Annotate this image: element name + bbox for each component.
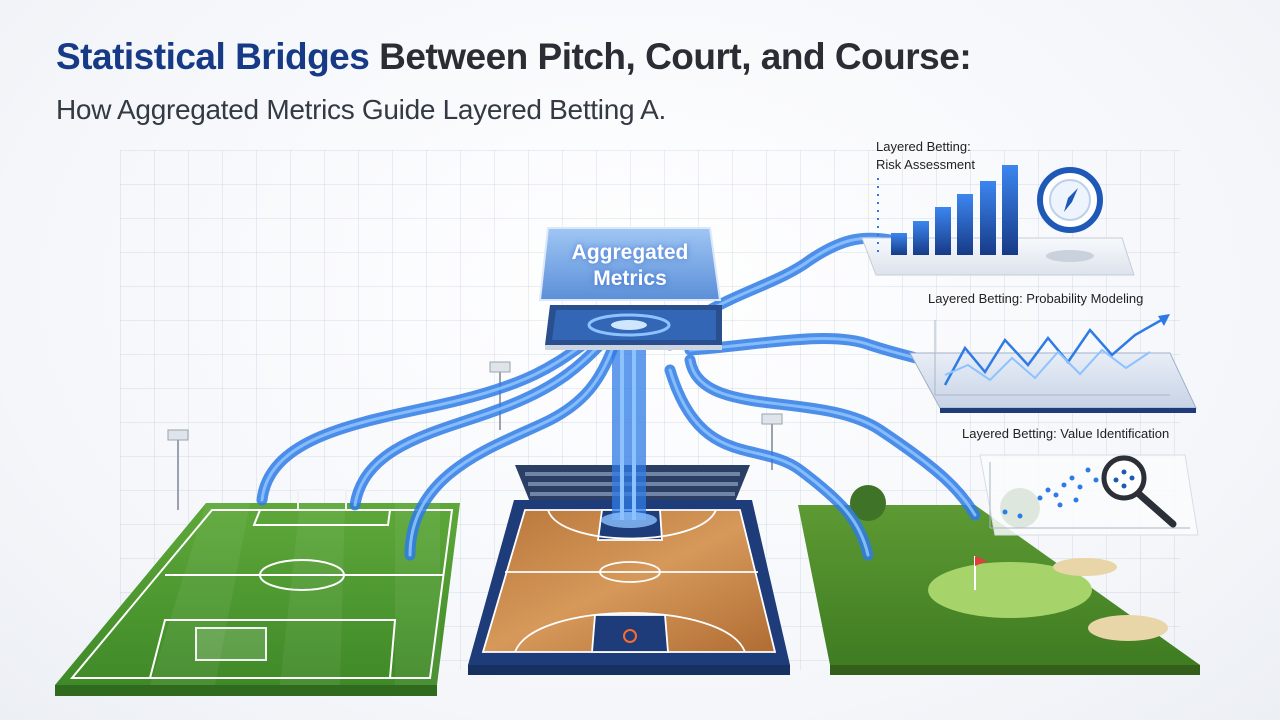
page-title: Statistical Bridges Between Pitch, Court… (56, 36, 972, 78)
probability-modeling-panel (909, 314, 1197, 413)
magnifier-icon (1101, 455, 1177, 528)
hub-label-line1: Aggregated (571, 241, 689, 264)
risk-label-line2: Risk Assessment (876, 157, 975, 172)
soccer-pitch (55, 489, 460, 696)
risk-assessment-label: Layered Betting: Risk Assessment (876, 138, 975, 174)
hub-label-line2: Metrics (593, 267, 667, 290)
central-data-stream (601, 345, 657, 528)
hub-label: Aggregated Metrics (540, 240, 720, 292)
risk-label-line1: Layered Betting: (876, 139, 971, 154)
probability-modeling-label: Layered Betting: Probability Modeling (928, 291, 1144, 306)
value-identification-label: Layered Betting: Value Identification (962, 426, 1170, 441)
page-subtitle: How Aggregated Metrics Guide Layered Bet… (56, 94, 667, 125)
aggregated-metrics-hub (538, 227, 722, 350)
value-identification-panel (979, 454, 1199, 536)
title-rest: Between Pitch, Court, and Course: (379, 36, 972, 77)
risk-assessment-panel (861, 165, 1135, 276)
basketball-court (468, 465, 790, 675)
title-accent: Statistical Bridges (56, 36, 370, 77)
golf-course (798, 485, 1200, 675)
compass-gauge-icon (1037, 167, 1103, 262)
